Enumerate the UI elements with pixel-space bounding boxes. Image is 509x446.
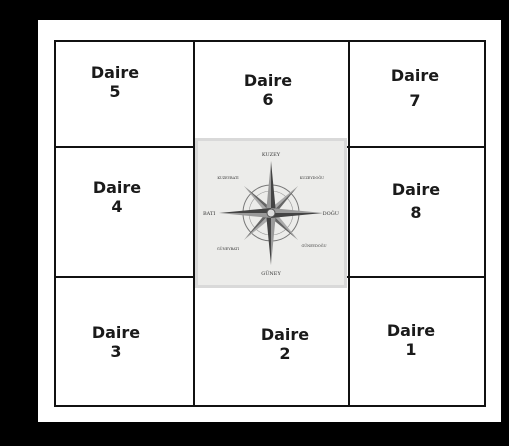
- cell-label-daire-5: Daire 5: [80, 63, 150, 101]
- cell-label-daire-1: Daire 1: [376, 321, 446, 359]
- cell-number: 8: [381, 203, 451, 222]
- compass-label-north: KUZEY: [262, 152, 281, 158]
- cell-word: Daire: [81, 323, 151, 342]
- grid-border-top: [54, 40, 486, 42]
- grid-border-bottom: [54, 405, 486, 407]
- cell-label-daire-8: Daire 8: [381, 180, 451, 222]
- cell-word: Daire: [80, 63, 150, 82]
- cell-word: Daire: [376, 321, 446, 340]
- cell-word: Daire: [82, 178, 152, 197]
- grid-border-right: [484, 40, 486, 407]
- cell-label-daire-3: Daire 3: [81, 323, 151, 361]
- cell-number: 4: [82, 197, 152, 216]
- cell-number: 6: [233, 90, 303, 109]
- compass-label-northeast: KUZEYDOĞU: [300, 175, 324, 180]
- grid-line-vertical-2: [348, 40, 350, 407]
- compass-label-east: DOĞU: [323, 209, 339, 217]
- compass-label-southwest: GÜNEYBATI: [217, 246, 240, 251]
- compass-rose-icon: KUZEY GÜNEY DOĞU BATI KUZEYDOĞU KUZEYBAT…: [198, 141, 344, 285]
- cell-word: Daire: [381, 180, 451, 199]
- compass-label-south: GÜNEY: [261, 270, 281, 277]
- cell-word: Daire: [250, 325, 320, 344]
- cell-number: 2: [250, 344, 320, 363]
- compass-label-west: BATI: [203, 211, 215, 217]
- cell-word: Daire: [233, 71, 303, 90]
- cell-number: 7: [380, 91, 450, 110]
- compass-label-southeast: GÜNEYDOĞU: [301, 243, 326, 248]
- cell-word: Daire: [380, 66, 450, 85]
- compass-label-northwest: KUZEYBATI: [217, 176, 239, 180]
- cell-label-daire-2: Daire 2: [250, 325, 320, 363]
- cell-number: 3: [81, 342, 151, 361]
- cell-label-daire-6: Daire 6: [233, 71, 303, 109]
- compass-rose-image: KUZEY GÜNEY DOĞU BATI KUZEYDOĞU KUZEYBAT…: [195, 138, 347, 288]
- cell-number: 1: [376, 340, 446, 359]
- grid-border-left: [54, 40, 56, 407]
- cell-label-daire-4: Daire 4: [82, 178, 152, 216]
- cell-number: 5: [80, 82, 150, 101]
- cell-label-daire-7: Daire 7: [380, 66, 450, 110]
